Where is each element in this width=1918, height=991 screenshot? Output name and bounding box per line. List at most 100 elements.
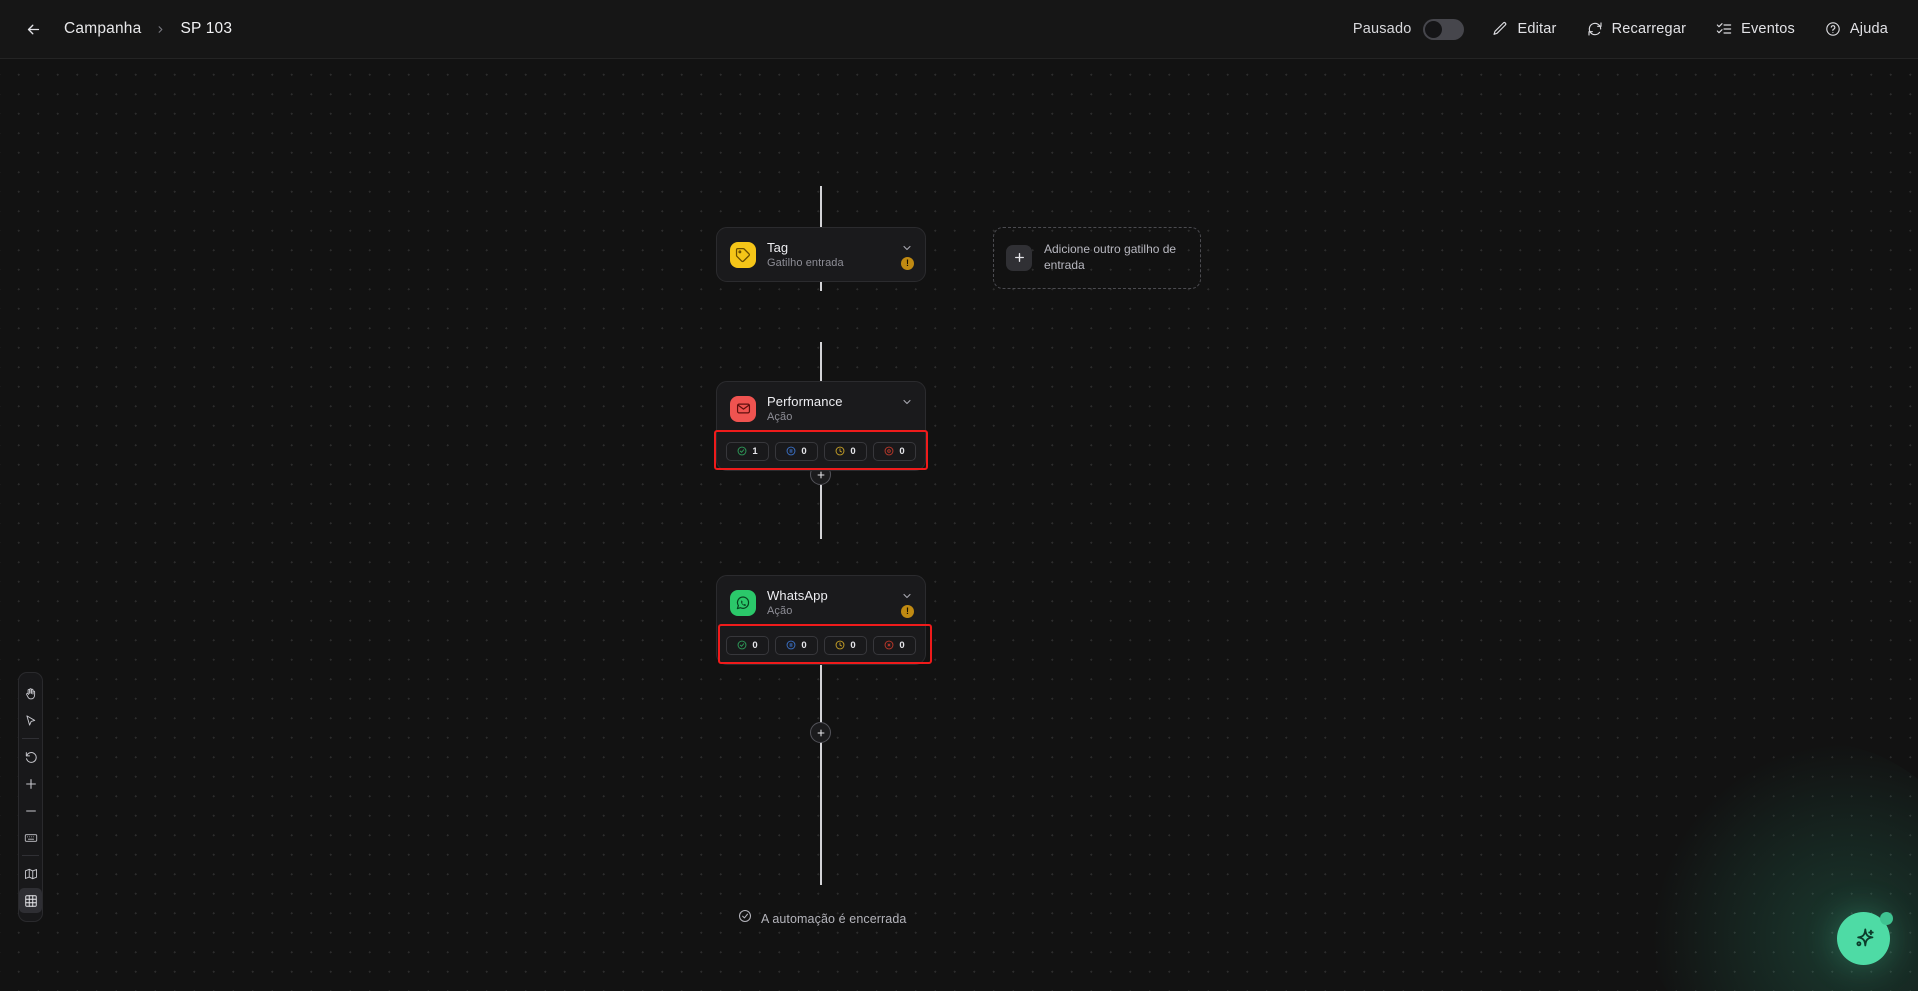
plus-icon bbox=[817, 729, 824, 736]
toolbar-divider-1 bbox=[22, 738, 39, 739]
chevron-down-icon[interactable] bbox=[901, 241, 913, 259]
checklist-icon bbox=[1716, 21, 1732, 37]
stat-chip-delivered[interactable]: 1 bbox=[726, 442, 769, 461]
tag-icon bbox=[730, 241, 756, 268]
node-whatsapp-title: WhatsApp bbox=[767, 588, 828, 603]
node-performance-text: Performance Ação bbox=[767, 394, 913, 423]
add-another-trigger-label: Adicione outro gatilho de entrada bbox=[1044, 242, 1177, 272]
node-performance-subtitle: Ação bbox=[767, 411, 793, 423]
breadcrumb: Campanha SP 103 bbox=[64, 20, 232, 38]
minimap-icon bbox=[24, 868, 37, 879]
node-whatsapp[interactable]: WhatsApp Ação ! 0 bbox=[716, 575, 926, 665]
stat-chip-failed[interactable]: 0 bbox=[873, 442, 916, 461]
stat-value: 0 bbox=[899, 640, 905, 651]
help-button[interactable]: Ajuda bbox=[1823, 17, 1890, 41]
whatsapp-icon bbox=[730, 589, 756, 616]
plus-icon bbox=[817, 471, 824, 478]
stat-value: 0 bbox=[752, 640, 758, 651]
stat-value: 0 bbox=[801, 446, 807, 457]
stat-value: 0 bbox=[899, 446, 905, 457]
back-button[interactable] bbox=[18, 14, 48, 44]
envelope-icon bbox=[730, 395, 756, 422]
breadcrumb-current[interactable]: SP 103 bbox=[180, 20, 233, 37]
stat-value: 0 bbox=[801, 640, 807, 651]
node-tag[interactable]: Tag Gatilho entrada ! bbox=[716, 227, 926, 282]
top-bar-actions: Pausado Editar bbox=[1353, 17, 1918, 41]
node-performance[interactable]: Performance Ação 1 0 bbox=[716, 381, 926, 471]
keyboard-shortcuts-button[interactable] bbox=[19, 825, 42, 850]
pause-circle-icon bbox=[786, 443, 796, 461]
check-circle-icon bbox=[738, 909, 752, 928]
stat-chip-failed[interactable]: 0 bbox=[873, 636, 916, 655]
stat-chip-scheduled[interactable]: 0 bbox=[824, 442, 867, 461]
reload-button[interactable]: Recarregar bbox=[1585, 17, 1689, 41]
events-button-label: Eventos bbox=[1741, 21, 1795, 37]
check-circle-icon bbox=[737, 443, 747, 461]
node-tag-header: Tag Gatilho entrada ! bbox=[717, 228, 925, 281]
edit-button[interactable]: Editar bbox=[1490, 17, 1558, 41]
stat-chip-pending[interactable]: 0 bbox=[775, 442, 818, 461]
clock-icon bbox=[835, 637, 845, 655]
error-circle-icon bbox=[884, 637, 894, 655]
toolbar-divider-2 bbox=[22, 855, 39, 856]
canvas-toolbar bbox=[18, 672, 43, 922]
breadcrumb-root[interactable]: Campanha bbox=[64, 20, 142, 37]
minimap-button[interactable] bbox=[19, 861, 42, 886]
node-performance-stats: 1 0 0 0 bbox=[717, 435, 925, 470]
reset-view-button[interactable] bbox=[19, 744, 42, 769]
top-bar: Campanha SP 103 Pausado Editar bbox=[0, 0, 1918, 59]
ai-sparkle-icon bbox=[1855, 928, 1874, 946]
clock-icon bbox=[835, 443, 845, 461]
plus-icon bbox=[1006, 244, 1032, 271]
add-another-trigger-button[interactable]: Adicione outro gatilho de entrada bbox=[993, 227, 1201, 289]
arrow-left-icon bbox=[27, 24, 39, 34]
status-label: Pausado bbox=[1352, 21, 1412, 37]
node-performance-title: Performance bbox=[767, 394, 843, 409]
stat-value: 0 bbox=[850, 640, 856, 651]
reload-button-label: Recarregar bbox=[1611, 21, 1687, 37]
connector-plus2-to-end bbox=[820, 745, 822, 885]
pause-circle-icon bbox=[786, 637, 796, 655]
status-toggle-switch[interactable] bbox=[1423, 18, 1465, 40]
zoom-in-button[interactable] bbox=[19, 771, 42, 796]
stat-chip-pending[interactable]: 0 bbox=[775, 636, 818, 655]
select-tool-button[interactable] bbox=[19, 708, 42, 733]
node-whatsapp-stats: 0 0 0 0 bbox=[717, 629, 925, 664]
node-whatsapp-header: WhatsApp Ação ! bbox=[717, 576, 925, 629]
node-tag-title: Tag bbox=[767, 240, 789, 255]
connector-plus-to-whatsapp-lower bbox=[820, 485, 822, 539]
stat-value: 0 bbox=[850, 446, 856, 457]
connector-performance-to-plus bbox=[820, 342, 822, 388]
node-tag-warning-badge[interactable]: ! bbox=[901, 257, 914, 270]
ai-assistant-badge bbox=[1880, 912, 1893, 925]
chevron-down-icon[interactable] bbox=[901, 395, 913, 413]
grid-toggle-button[interactable] bbox=[19, 888, 42, 913]
stat-chip-delivered[interactable]: 0 bbox=[726, 636, 769, 655]
node-tag-text: Tag Gatilho entrada bbox=[767, 240, 913, 269]
breadcrumb-separator-icon bbox=[155, 24, 166, 35]
chevron-down-icon[interactable] bbox=[901, 589, 913, 607]
check-circle-icon bbox=[737, 637, 747, 655]
grid-toggle-icon bbox=[24, 894, 37, 907]
stat-value: 1 bbox=[752, 446, 758, 457]
stat-chip-scheduled[interactable]: 0 bbox=[824, 636, 867, 655]
flow-canvas[interactable]: Tag Gatilho entrada ! Adicione outro gat… bbox=[0, 59, 1918, 991]
node-tag-subtitle: Gatilho entrada bbox=[767, 257, 844, 269]
zoom-out-button[interactable] bbox=[19, 798, 42, 823]
pan-hand-icon bbox=[25, 687, 35, 699]
keyboard-shortcuts-icon bbox=[24, 833, 37, 842]
help-circle-icon bbox=[1825, 21, 1841, 37]
node-whatsapp-subtitle: Ação bbox=[767, 605, 793, 617]
automation-end-label: A automação é encerrada bbox=[738, 909, 906, 928]
connector-whatsapp-to-plus2 bbox=[820, 659, 822, 779]
events-button[interactable]: Eventos bbox=[1714, 17, 1797, 41]
pan-tool-button[interactable] bbox=[19, 681, 42, 706]
pencil-icon bbox=[1492, 21, 1508, 37]
node-whatsapp-text: WhatsApp Ação bbox=[767, 588, 913, 617]
refresh-icon bbox=[1587, 21, 1603, 37]
node-whatsapp-warning-badge[interactable]: ! bbox=[901, 605, 914, 618]
help-button-label: Ajuda bbox=[1849, 21, 1888, 37]
error-circle-icon bbox=[884, 443, 894, 461]
add-step-button-2[interactable] bbox=[810, 722, 831, 743]
